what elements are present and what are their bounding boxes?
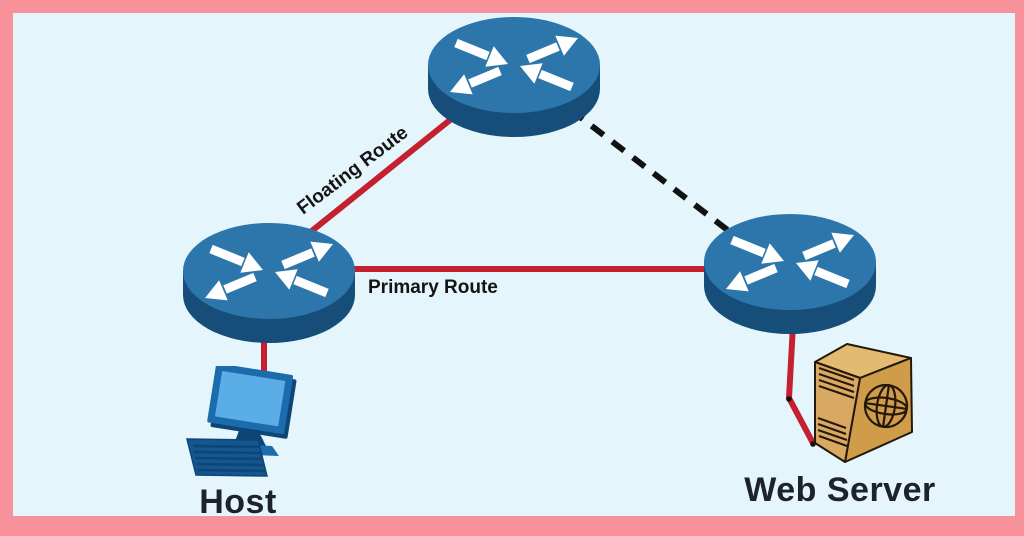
server-front-face (814, 361, 861, 463)
keyboard (186, 438, 268, 477)
monitor (207, 366, 297, 439)
junction-dot (786, 396, 792, 402)
web-server-label: Web Server (744, 471, 936, 509)
host-computer-icon (186, 366, 297, 477)
web-server-icon (814, 343, 913, 463)
host-label: Host (199, 483, 277, 521)
globe-icon (863, 383, 909, 429)
backup-dashed-line (569, 107, 736, 238)
router-icon-right (700, 212, 880, 336)
edge-label-primary-route: Primary Route (368, 277, 498, 298)
server-vents (817, 367, 855, 447)
floating-route-line (301, 113, 457, 241)
router-icon-left (179, 221, 359, 345)
router-icon-top (424, 15, 604, 139)
